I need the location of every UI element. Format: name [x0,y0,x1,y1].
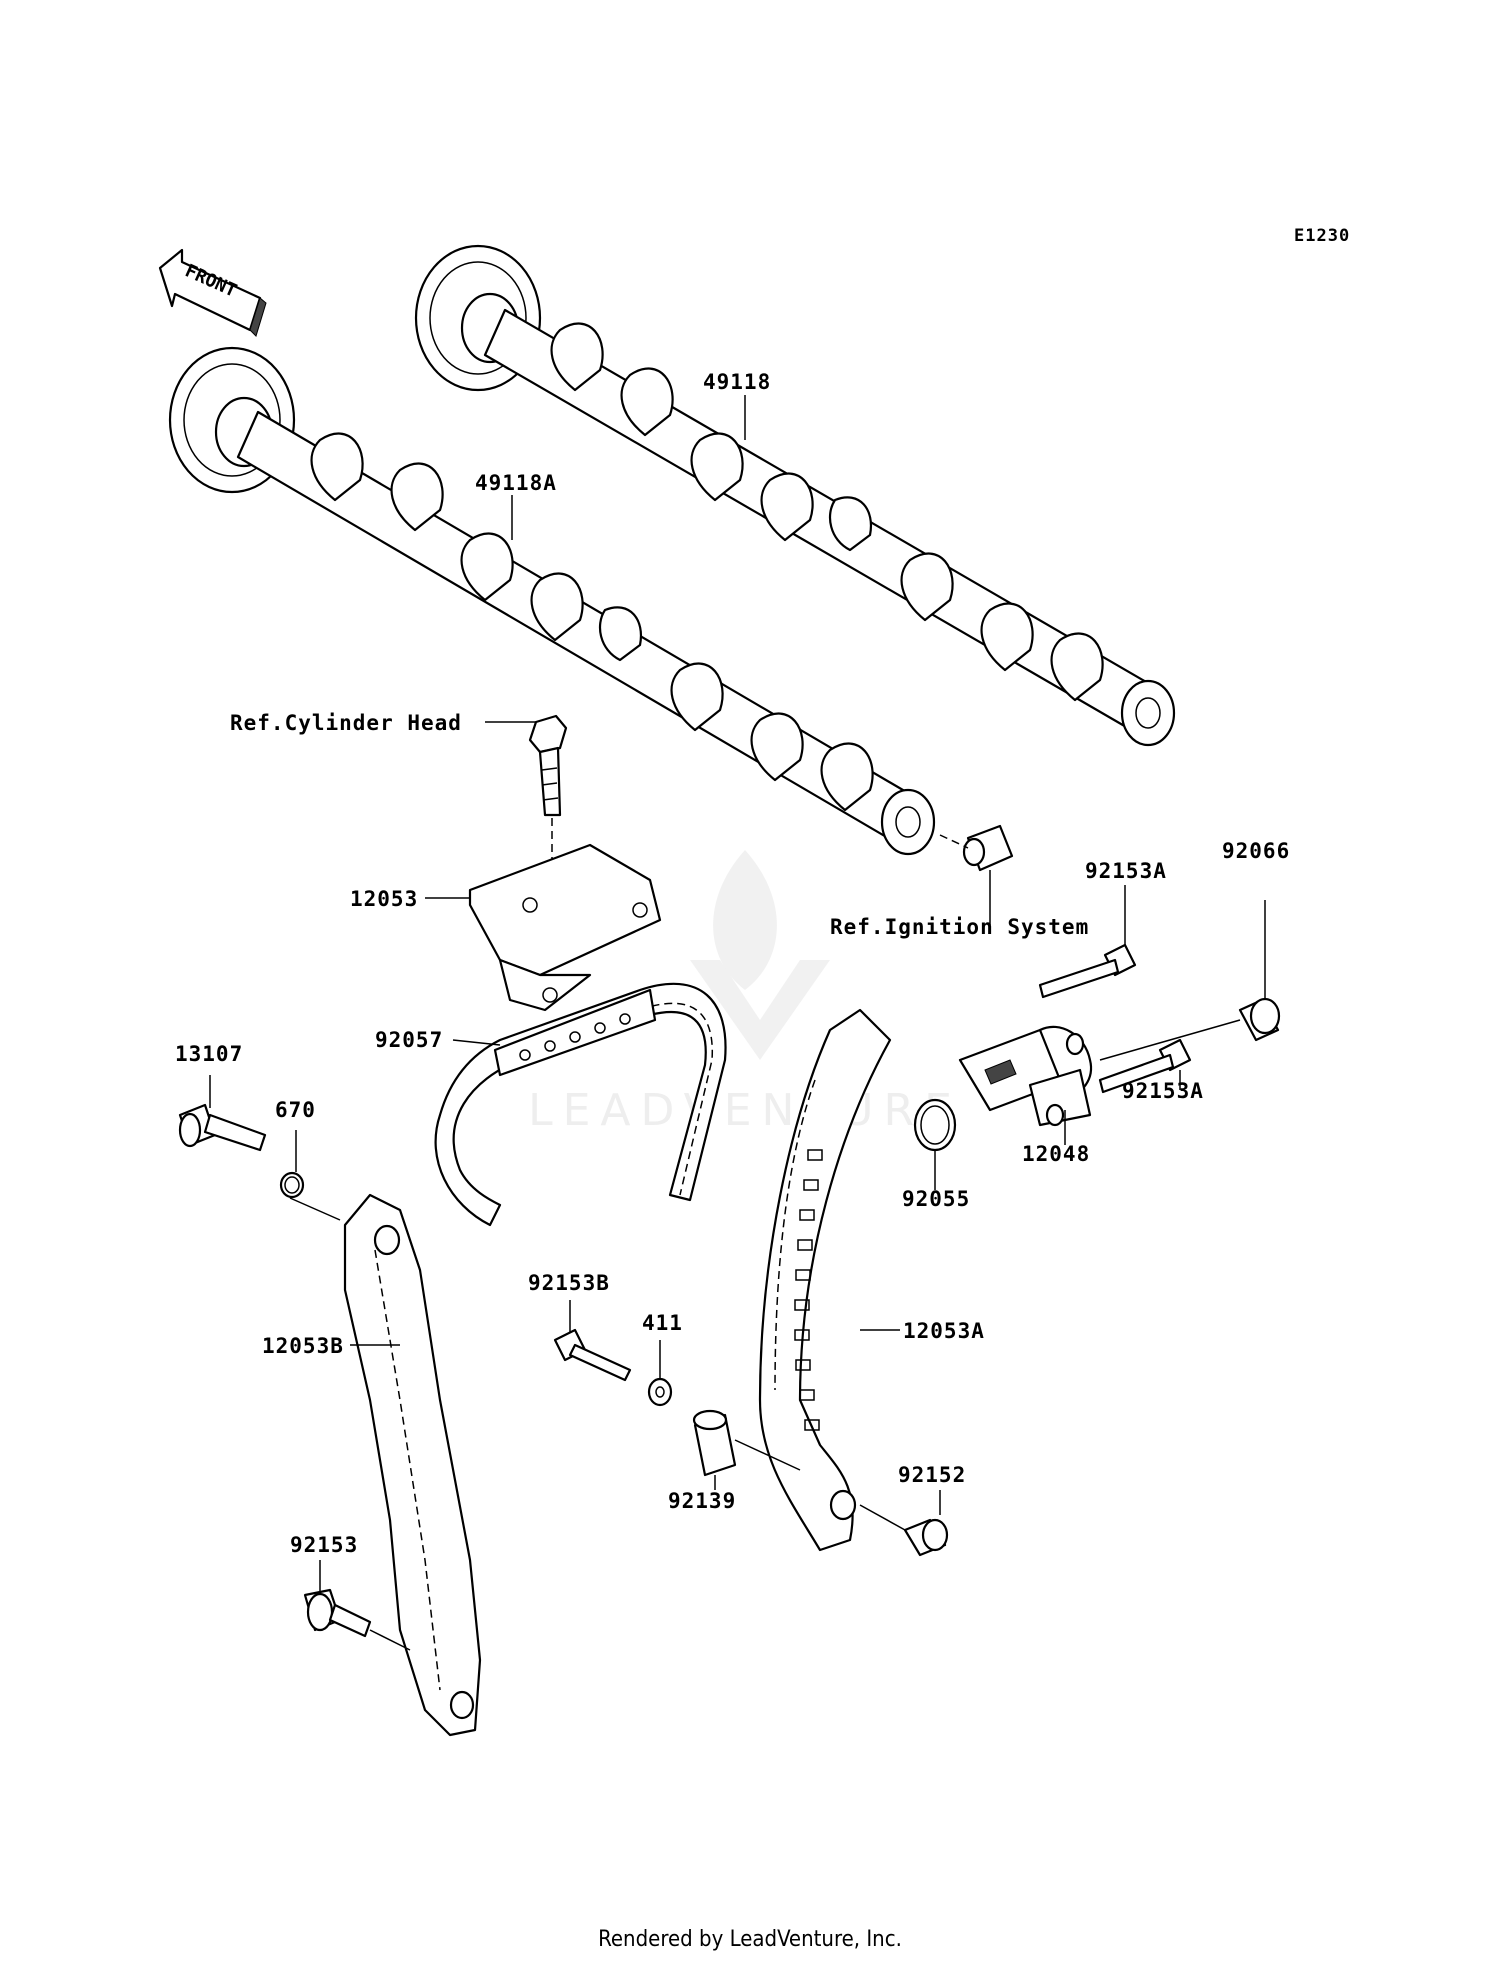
label-12053: 12053 [350,887,418,911]
bolt-13107 [178,1075,267,1152]
bolt-92153A-top [1038,885,1137,999]
ignition-rotor [939,824,1014,925]
collar-92152 [859,1490,949,1557]
label-92153A-bottom: 92153A [1122,1079,1204,1103]
label-12053A: 12053A [903,1319,985,1343]
camshaft-49118 [414,244,1176,747]
label-49118A: 49118A [475,471,557,495]
label-12053B: 12053B [262,1334,344,1358]
bolt-92153 [303,1560,411,1651]
bolt-92153B [553,1300,632,1382]
label-92153A-top: 92153A [1085,859,1167,883]
leader-lines [350,395,746,1346]
o-ring-92055 [913,1098,957,1190]
o-ring-670 [279,1130,305,1199]
label-92057: 92057 [375,1028,443,1052]
chain-guide-12053A [758,1008,900,1552]
bolt-92153A-bottom [1098,1038,1192,1094]
diagram-code: E1230 [1294,226,1350,246]
label-ref-ignition-system: Ref.Ignition System [830,915,1089,939]
watermark: LEADVENTURE [528,850,962,1136]
footer-credit: Rendered by LeadVenture, Inc. [598,1927,902,1952]
label-92153B: 92153B [528,1271,610,1295]
label-92055: 92055 [902,1187,970,1211]
label-670: 670 [275,1098,316,1122]
plug-92066 [1099,900,1281,1061]
label-49118: 49118 [703,370,771,394]
camshaft-49118A [168,346,936,856]
chain-guide-bracket-12053 [468,843,662,1012]
timing-chain-92057 [434,982,727,1227]
label-411: 411 [642,1311,683,1335]
chain-guide-12053B [289,1193,482,1737]
chain-tensioner-12048 [958,1025,1093,1145]
front-arrow-icon: FRONT [158,248,267,337]
collar-92139 [692,1409,801,1490]
label-13107: 13107 [175,1042,243,1066]
label-ref-cylinder-head: Ref.Cylinder Head [230,711,462,735]
label-92153: 92153 [290,1533,358,1557]
label-92139: 92139 [668,1489,736,1513]
label-92152: 92152 [898,1463,966,1487]
label-12048: 12048 [1022,1142,1090,1166]
washer-411 [647,1340,673,1407]
cylinder-head-bolt [528,714,568,900]
watermark-text: LEADVENTURE [528,1085,962,1136]
label-92066: 92066 [1222,839,1290,863]
